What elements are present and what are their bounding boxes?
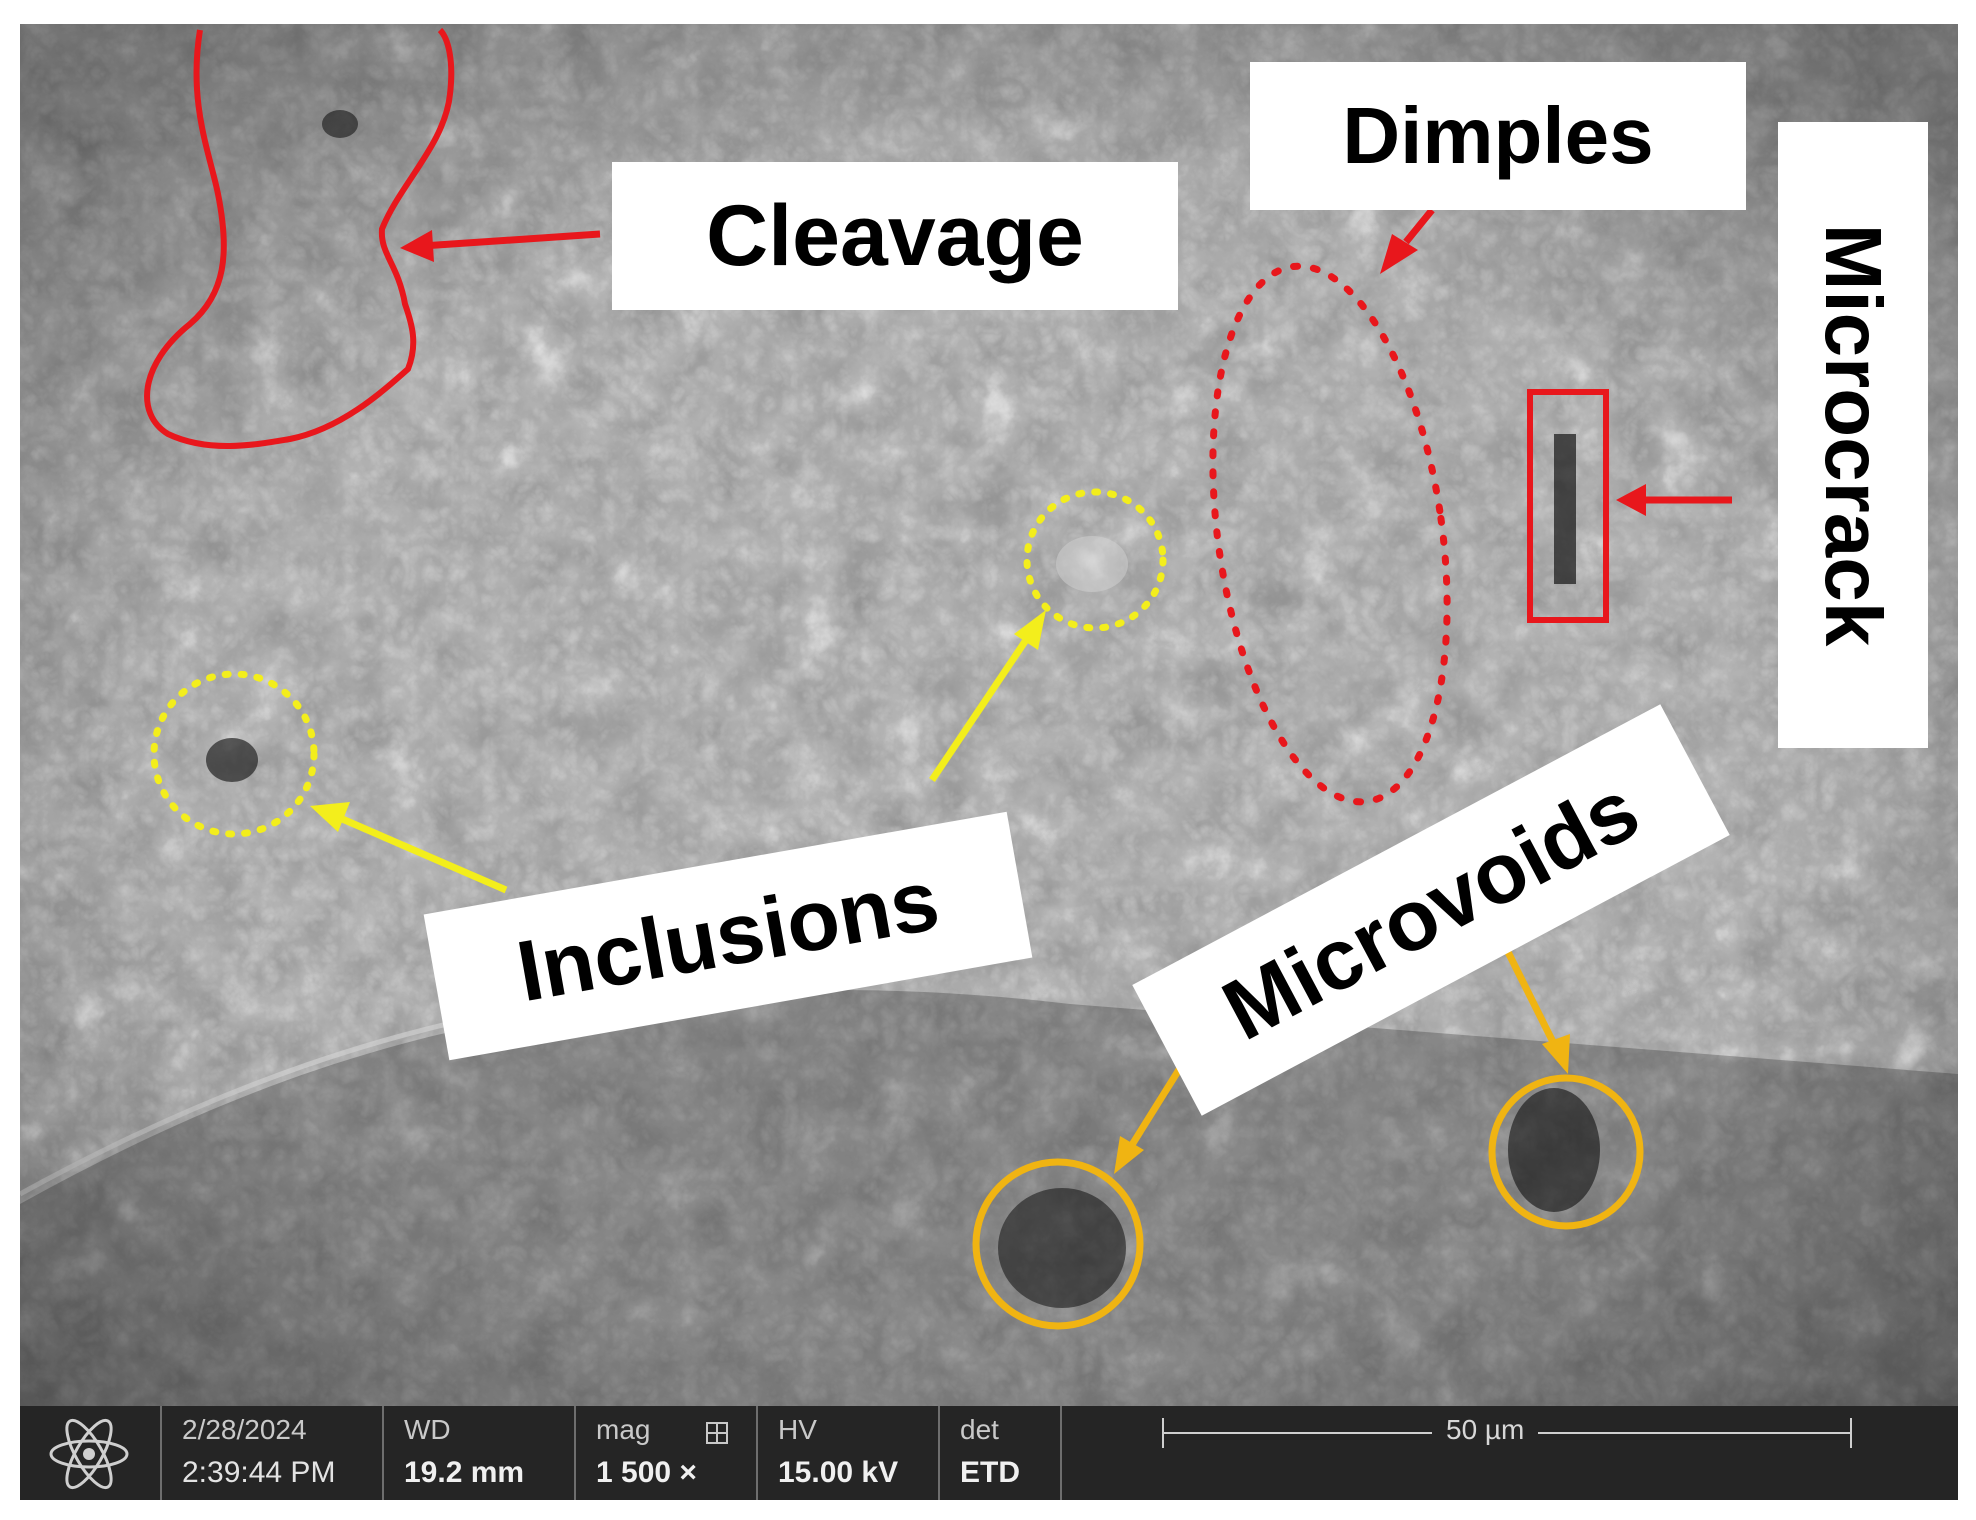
dimples-label: Dimples (1250, 62, 1746, 210)
det-value: ETD (960, 1456, 1020, 1489)
microcrack-label-box: Microcrack (1778, 122, 1928, 748)
scale-bar-tick-right (1850, 1418, 1852, 1448)
scale-bar-label: 50 µm (1432, 1414, 1539, 1446)
wd-label: WD (404, 1414, 451, 1445)
sem-image-frame: Cleavage Dimples Microcrack Inclusions M… (20, 24, 1958, 1500)
hv-cell: HV 15.00 kV (758, 1406, 940, 1500)
datetime-cell: 2/28/2024 2:39:44 PM (162, 1406, 384, 1500)
scale-bar-tick-left (1162, 1418, 1164, 1448)
det-cell: det ETD (940, 1406, 1062, 1500)
time-value: 2:39:44 PM (182, 1456, 336, 1489)
hv-value: 15.00 kV (778, 1456, 899, 1489)
microvoid-outline-right (1488, 1074, 1644, 1230)
wd-value: 19.2 mm (404, 1456, 525, 1489)
det-label: det (960, 1414, 999, 1445)
sem-fracture-surface (20, 24, 1958, 1406)
mag-label: mag (596, 1414, 651, 1445)
sem-info-bar: 2/28/2024 2:39:44 PM WD 19.2 mm mag 1 50… (20, 1406, 1958, 1500)
cleavage-outline (144, 27, 455, 449)
grid-icon (706, 1422, 728, 1444)
atom-icon (49, 1418, 129, 1490)
mag-cell: mag 1 500 × (576, 1406, 758, 1500)
microcrack-outline (1527, 389, 1609, 623)
cleavage-label: Cleavage (612, 162, 1178, 310)
microcrack-label: Microcrack (1809, 223, 1898, 647)
inclusion-outline-center (1023, 488, 1167, 632)
logo-cell (20, 1406, 162, 1500)
wd-cell: WD 19.2 mm (384, 1406, 576, 1500)
microvoid-outline-left (972, 1158, 1144, 1330)
dimples-outline (1209, 262, 1451, 806)
mag-value: 1 500 × (596, 1456, 697, 1489)
scale-bar-cell: 50 µm (1062, 1406, 1958, 1500)
date-value: 2/28/2024 (182, 1414, 307, 1445)
hv-label: HV (778, 1414, 817, 1445)
inclusion-outline-left (150, 670, 318, 838)
